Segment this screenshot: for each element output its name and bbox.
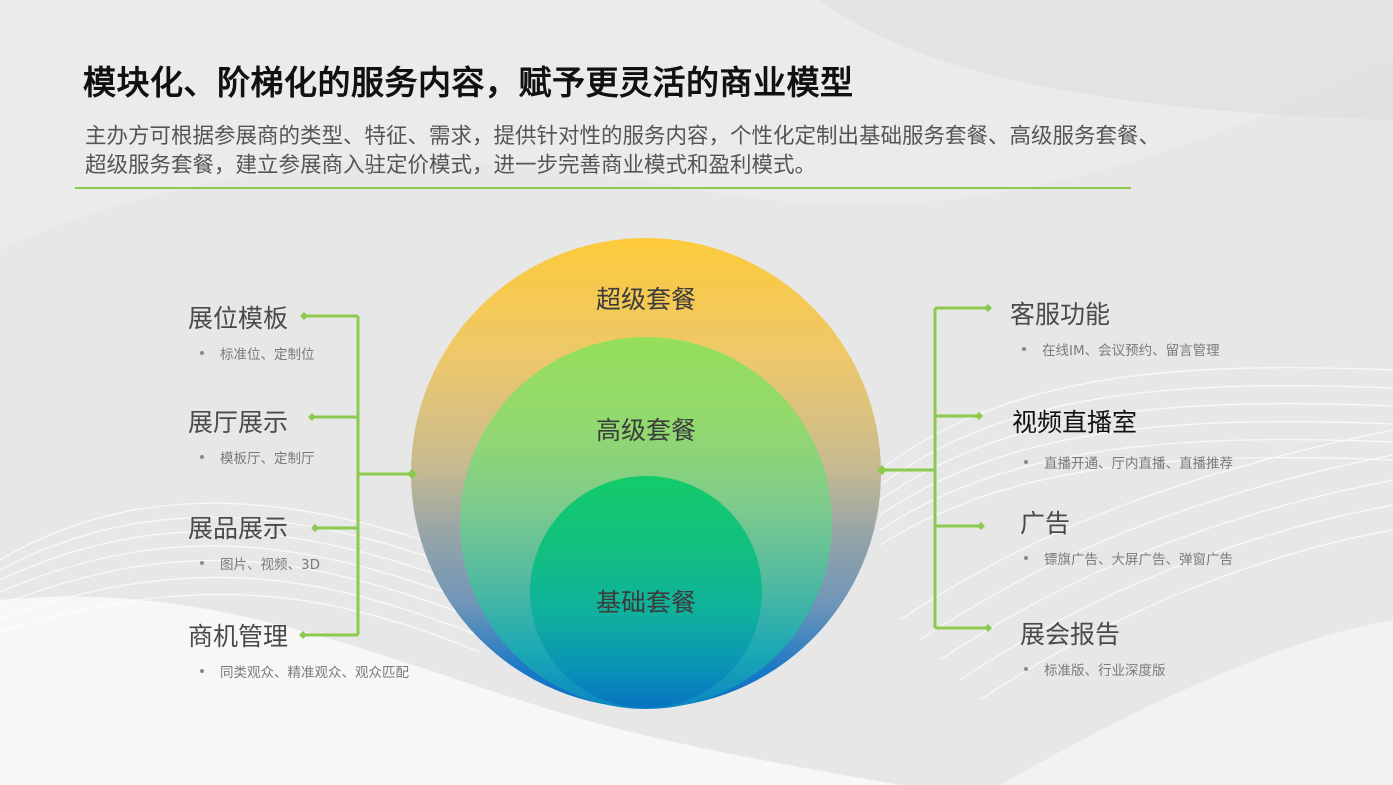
tier-label-super: 超级套餐 [595, 285, 696, 314]
bullet-icon [1024, 556, 1028, 560]
feature-booth-template: 展位模板 标准位、定制位 [188, 304, 315, 363]
page-subtitle: 主办方可根据参展商的类型、特征、需求，提供针对性的服务内容，个性化定制出基础服务… [85, 124, 1161, 178]
bullet-icon [200, 351, 204, 355]
feature-exhibition-report: 展会报告 标准版、行业深度版 [1020, 620, 1166, 679]
bullet-icon [1022, 347, 1026, 351]
feature-advertising: 广告 镖旗广告、大屏广告、弹窗广告 [1020, 509, 1233, 568]
feature-desc: 在线IM、会议预约、留言管理 [1042, 343, 1220, 359]
feature-name: 客服功能 [1010, 300, 1111, 329]
feature-business-management: 商机管理 同类观众、精准观众、观众匹配 [188, 622, 409, 681]
feature-name: 商机管理 [188, 622, 289, 651]
bullet-icon [200, 561, 204, 565]
feature-desc: 模板厅、定制厅 [220, 451, 315, 467]
feature-hall-display: 展厅展示 模板厅、定制厅 [188, 408, 315, 467]
bullet-icon [1024, 667, 1028, 671]
feature-product-display: 展品展示 图片、视频、3D [188, 514, 320, 573]
bullet-icon [200, 669, 204, 673]
feature-desc: 图片、视频、3D [220, 557, 320, 573]
feature-name: 广告 [1020, 509, 1071, 538]
feature-name: 展品展示 [188, 514, 289, 543]
feature-name: 展会报告 [1020, 620, 1121, 649]
feature-name: 展位模板 [188, 304, 289, 333]
bullet-icon [200, 455, 204, 459]
feature-desc: 直播开通、厅内直播、直播推荐 [1044, 456, 1233, 472]
feature-desc: 标准版、行业深度版 [1044, 663, 1166, 679]
feature-name: 视频直播室 [1012, 408, 1138, 437]
page-title: 模块化、阶梯化的服务内容，赋予更灵活的商业模型 [83, 63, 854, 102]
feature-desc: 标准位、定制位 [220, 347, 315, 363]
feature-desc: 同类观众、精准观众、观众匹配 [220, 665, 409, 681]
tier-label-basic: 基础套餐 [595, 588, 696, 617]
feature-desc: 镖旗广告、大屏广告、弹窗广告 [1044, 552, 1233, 568]
tier-circle-basic [530, 476, 762, 708]
feature-name: 展厅展示 [188, 408, 289, 437]
feature-customer-service: 客服功能 在线IM、会议预约、留言管理 [1010, 300, 1220, 359]
tier-label-advanced: 高级套餐 [595, 416, 696, 445]
title-divider [75, 187, 1131, 189]
feature-video-live-room: 视频直播室 直播开通、厅内直播、直播推荐 [1012, 408, 1233, 472]
bullet-icon [1024, 460, 1028, 464]
